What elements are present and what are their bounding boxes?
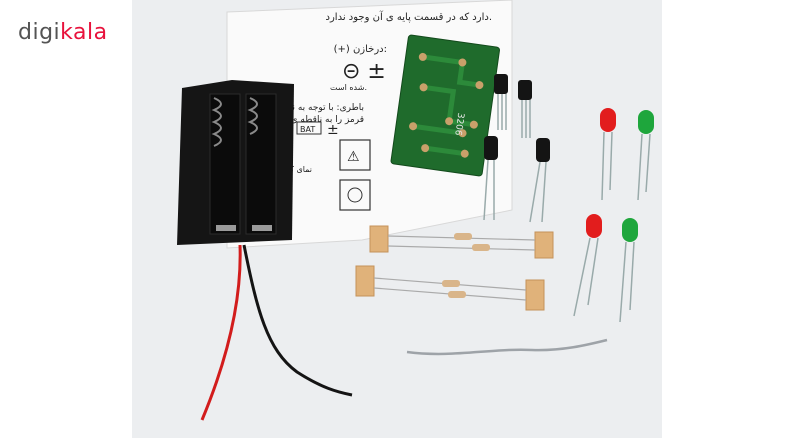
led-red-1 xyxy=(600,108,616,201)
capacitor-2 xyxy=(529,138,550,223)
sheet-line-4: باطری: با توجه به نقشه مدار پایین xyxy=(236,103,364,113)
sheet-line-2: (+) درخازن: xyxy=(334,44,387,55)
led-green-1 xyxy=(637,110,654,201)
transistor-2 xyxy=(518,80,532,138)
pcb-label: 3206 xyxy=(452,112,465,136)
red-wire xyxy=(200,244,242,421)
led-green-2 xyxy=(619,218,638,323)
sheet-line-3: شده است. xyxy=(330,83,367,92)
transistor-1 xyxy=(494,74,508,130)
resistor-strip-1 xyxy=(369,225,554,259)
capacitor-1 xyxy=(483,136,498,221)
sheet-line-1: دارد که در قسمت پایه ی آن وجود ندارد. xyxy=(326,10,492,23)
battery-holder xyxy=(177,80,294,245)
logo-part2: kala xyxy=(60,20,108,45)
bat-label: BAT xyxy=(300,125,315,134)
logo-part1: digi xyxy=(18,20,61,45)
capacitor-symbol: ⊝ ± xyxy=(342,59,386,84)
led-red-2 xyxy=(573,214,602,317)
lamp-symbol: ⚠ xyxy=(347,149,360,165)
solder-wire xyxy=(406,338,608,356)
ground-symbol: ± xyxy=(327,122,339,138)
sheet-line-5: قرمز را به ناقطه ی + و سیم مشکی xyxy=(226,115,364,125)
black-wire xyxy=(242,244,353,397)
resistor-strip-2 xyxy=(355,265,545,311)
digikala-logo: digikala xyxy=(18,20,108,45)
product-photo: دارد که در قسمت پایه ی آن وجود ندارد. (+… xyxy=(132,0,662,438)
pcb-board: 3206 xyxy=(390,34,500,177)
